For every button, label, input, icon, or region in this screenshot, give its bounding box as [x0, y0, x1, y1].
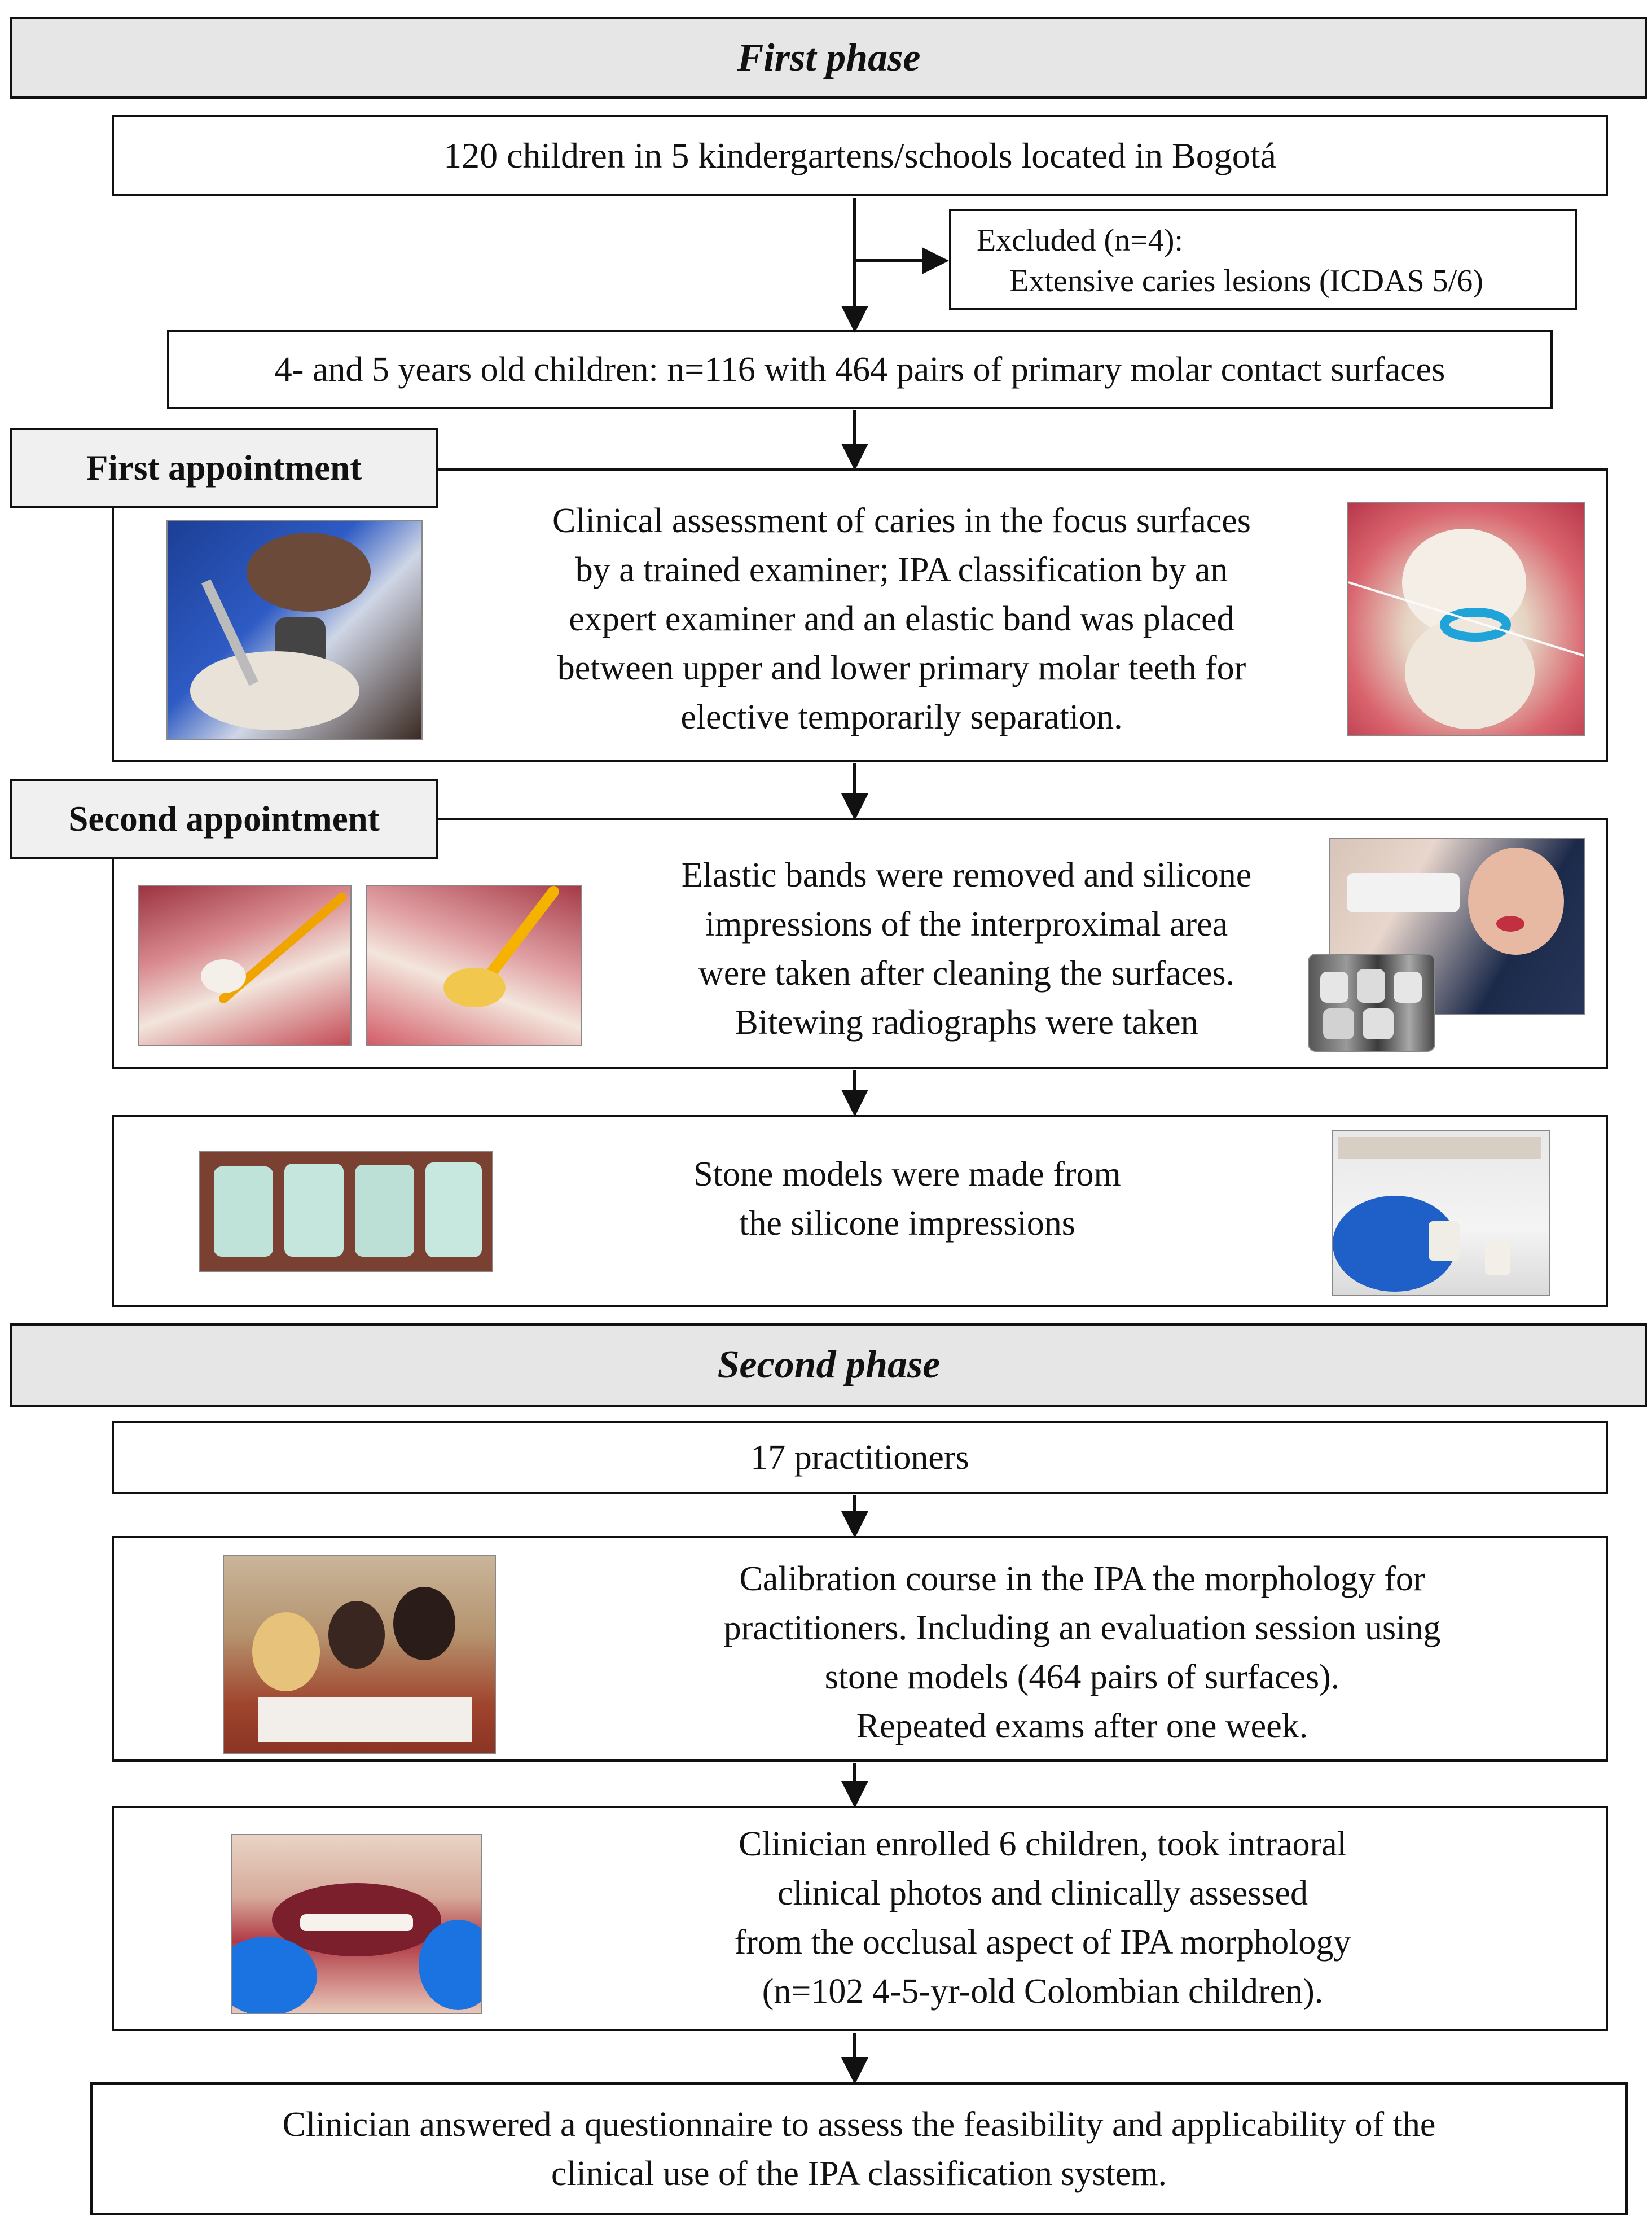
- sample-box: 4- and 5 years old children: n=116 with …: [167, 330, 1553, 409]
- clinician-enrolled-line: from the occlusal aspect of IPA morpholo…: [734, 1923, 1351, 1962]
- elastic-band-illustration: [1348, 529, 1584, 729]
- excluded-box: Excluded (n=4): Extensive caries lesions…: [949, 209, 1577, 310]
- first-appointment-label: First appointment: [86, 447, 362, 488]
- first-appointment-line: elective temporarily separation.: [680, 698, 1123, 736]
- second-appointment-tab: Second appointment: [10, 779, 438, 859]
- clinician-enrolled-line: clinical photos and clinically assessed: [777, 1874, 1308, 1912]
- calibration-course-photo: [223, 1555, 496, 1754]
- first-phase-title: First phase: [737, 36, 921, 80]
- examiner-photo-illustration: [190, 533, 371, 730]
- band-removal-illustration-2: [443, 886, 559, 1007]
- band-removal-photo-1: [138, 885, 352, 1046]
- second-appointment-line: Bitewing radiographs were taken: [735, 1003, 1198, 1042]
- calibration-line: Repeated exams after one week.: [856, 1707, 1308, 1745]
- first-appointment-line: between upper and lower primary molar te…: [557, 649, 1246, 687]
- questionnaire-text: Clinician answered a questionnaire to as…: [96, 2100, 1622, 2199]
- radiograph-child-photo: [1329, 838, 1585, 1015]
- clinician-enrolled-line: Clinician enrolled 6 children, took intr…: [739, 1825, 1347, 1863]
- stone-models-text: Stone models were made from the silicone…: [625, 1150, 1189, 1248]
- excluded-reason: Extensive caries lesions (ICDAS 5/6): [1009, 264, 1483, 299]
- second-appointment-text: Elastic bands were removed and silicone …: [608, 851, 1325, 1047]
- first-appointment-tab: First appointment: [10, 428, 438, 508]
- calibration-line: Calibration course in the IPA the morpho…: [739, 1560, 1425, 1598]
- examiner-photo: [166, 520, 423, 740]
- second-phase-title: Second phase: [717, 1343, 941, 1386]
- radiograph-teeth-illustration: [1320, 969, 1422, 1039]
- calibration-text: Calibration course in the IPA the morpho…: [631, 1555, 1534, 1751]
- second-phase-header: Second phase: [10, 1323, 1647, 1407]
- band-removal-photo-2: [366, 885, 582, 1046]
- recruitment-text: 120 children in 5 kindergartens/schools …: [443, 135, 1276, 175]
- stone-model-handling-illustration: [1333, 1137, 1541, 1292]
- intraoral-photo: [231, 1834, 482, 2014]
- excluded-title: Excluded (n=4):: [977, 223, 1183, 258]
- clinician-enrolled-line: (n=102 4-5-yr-old Colombian children).: [762, 1972, 1324, 2011]
- recruitment-box: 120 children in 5 kindergartens/schools …: [112, 115, 1608, 196]
- second-appointment-label: Second appointment: [68, 798, 380, 839]
- stone-models-line: Stone models were made from: [693, 1155, 1121, 1194]
- questionnaire-line: Clinician answered a questionnaire to as…: [282, 2105, 1436, 2144]
- elastic-band-photo: [1347, 502, 1585, 736]
- band-removal-illustration-1: [201, 893, 346, 1003]
- calibration-course-illustration: [252, 1587, 472, 1742]
- intraoral-illustration: [232, 1883, 481, 2013]
- first-appointment-text: Clinical assessment of caries in the foc…: [473, 497, 1330, 742]
- first-appointment-line: by a trained examiner; IPA classificatio…: [575, 551, 1228, 589]
- second-appointment-line: Elastic bands were removed and silicone: [681, 856, 1252, 894]
- first-appointment-line: expert examiner and an elastic band was …: [569, 600, 1234, 638]
- practitioners-text: 17 practitioners: [750, 1438, 969, 1477]
- stone-model-handling-photo: [1332, 1130, 1550, 1296]
- first-appointment-line: Clinical assessment of caries in the foc…: [552, 502, 1251, 540]
- second-appointment-line: were taken after cleaning the surfaces.: [698, 954, 1235, 993]
- questionnaire-box: [90, 2082, 1628, 2215]
- calibration-line: stone models (464 pairs of surfaces).: [824, 1658, 1340, 1696]
- first-phase-header: First phase: [10, 17, 1647, 99]
- clinician-enrolled-text: Clinician enrolled 6 children, took intr…: [665, 1820, 1421, 2016]
- questionnaire-line: clinical use of the IPA classification s…: [551, 2155, 1167, 2193]
- stone-models-line: the silicone impressions: [739, 1204, 1075, 1243]
- bitewing-radiograph-image: [1308, 954, 1435, 1052]
- radiograph-child-illustration: [1347, 848, 1564, 955]
- calibration-line: practitioners. Including an evaluation s…: [723, 1609, 1441, 1647]
- second-appointment-line: impressions of the interproximal area: [705, 905, 1228, 944]
- practitioners-box: 17 practitioners: [112, 1421, 1608, 1494]
- sample-text: 4- and 5 years old children: n=116 with …: [274, 350, 1446, 389]
- stone-models-illustration: [214, 1162, 482, 1257]
- stone-models-photo: [199, 1151, 493, 1272]
